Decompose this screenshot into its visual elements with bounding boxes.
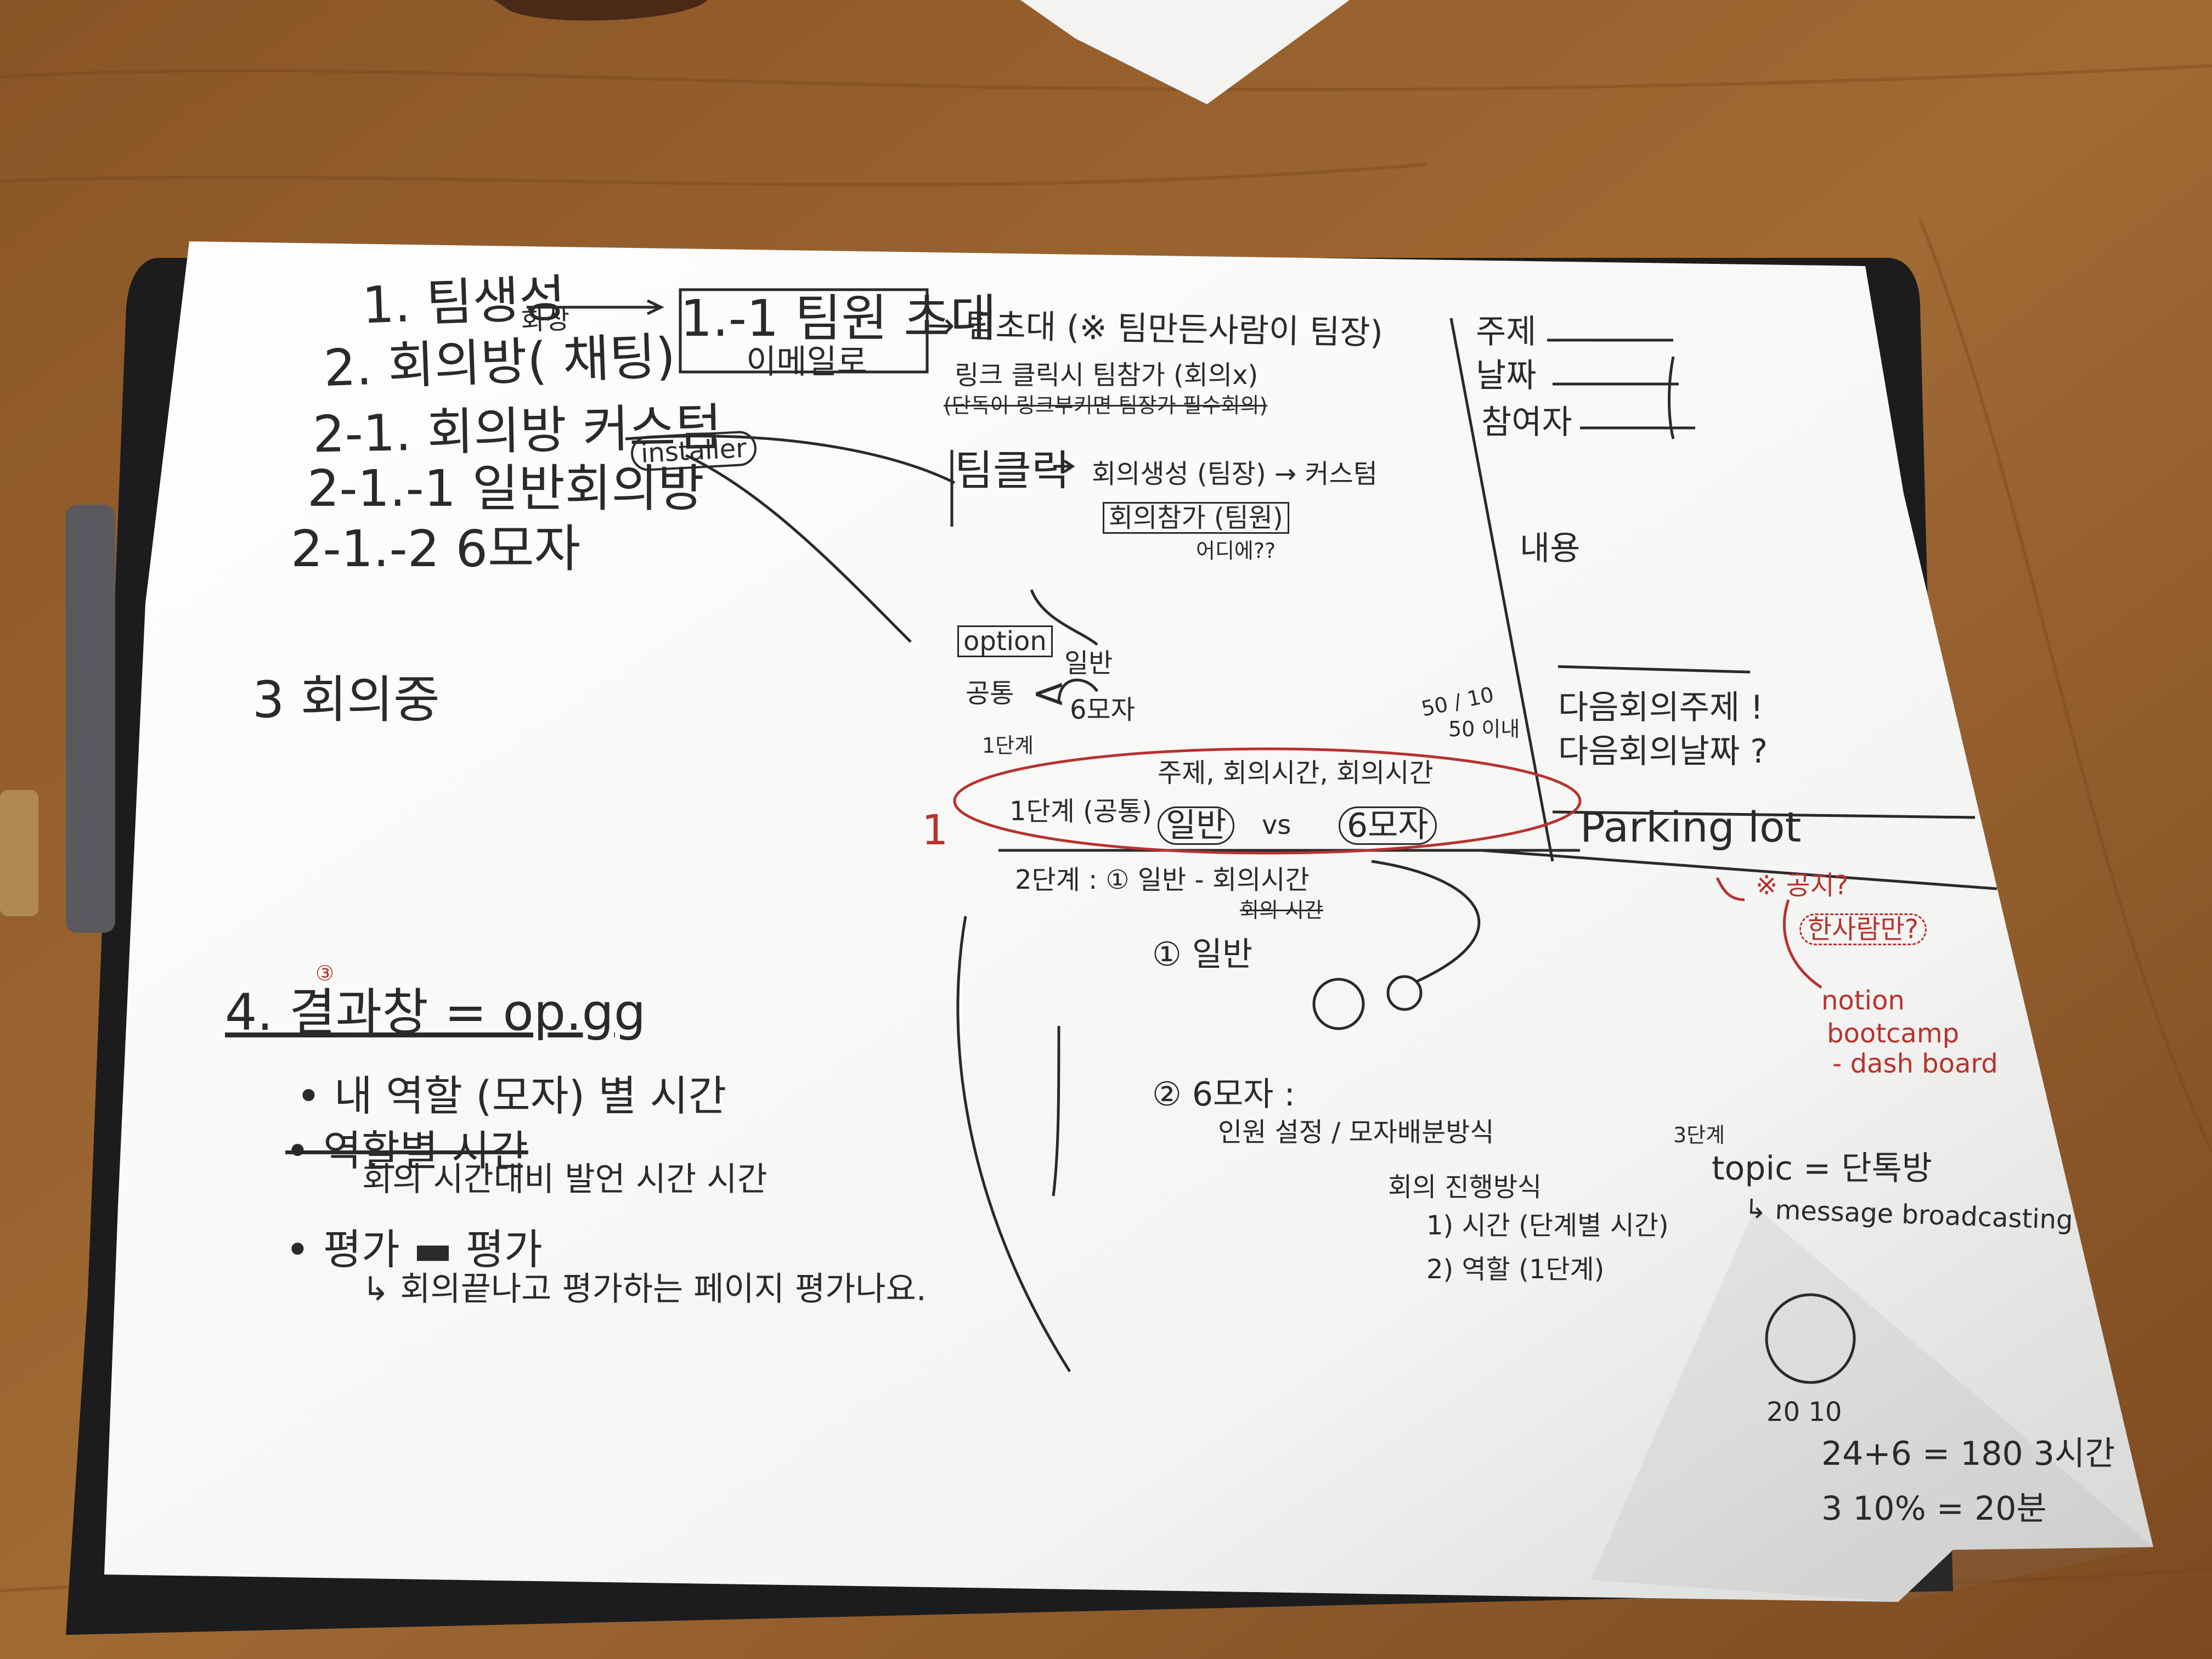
note-evaluation: • 평가 ▬ 평가 bbox=[285, 1225, 543, 1274]
note-vs: vs bbox=[1262, 810, 1291, 840]
note-common: 공통 bbox=[966, 678, 1014, 709]
red-ink-strokes bbox=[953, 747, 1822, 989]
note-numbers-mid: 50 이내 bbox=[1448, 717, 1520, 741]
note-six-hats: 2-1.-2 6모자 bbox=[291, 520, 581, 578]
note-general-room: 2-1.-1 일반회의방 bbox=[307, 459, 704, 518]
note-meeting-room: 2. 회의방( 채팅) bbox=[323, 326, 676, 398]
note-date: 날짜 bbox=[1476, 357, 1537, 395]
note-option-general: ① 일반 bbox=[1152, 935, 1253, 974]
note-red-notice: ※ 공지? bbox=[1756, 870, 1849, 901]
note-role-time-struck: • 역할별 시간 bbox=[285, 1126, 528, 1175]
note-red-notion: notion bbox=[1821, 985, 1905, 1016]
note-content: 내용 bbox=[1520, 529, 1581, 568]
note-participants: 참여자 bbox=[1481, 403, 1572, 442]
note-calc-1: 20 10 bbox=[1767, 1397, 1842, 1427]
paper-shadow bbox=[1591, 1207, 2153, 1602]
note-six-hats-circle: 6모자 bbox=[1339, 806, 1437, 845]
note-speak-time: 회의 시간대비 발언 시간 시간 bbox=[362, 1160, 768, 1199]
note-where: 어디에?? bbox=[1196, 539, 1276, 563]
note-meeting-join: 회의참가 (팀원) bbox=[1103, 502, 1289, 534]
note-calc-3: 3 10% = 20분 bbox=[1821, 1489, 2047, 1528]
note-result-page: 4. 결과창 = op.gg bbox=[225, 983, 646, 1042]
paper-sheet bbox=[104, 241, 2153, 1602]
sketch-strokes bbox=[527, 288, 1997, 1384]
note-next-topic: 다음회의주제 ! bbox=[1558, 689, 1764, 727]
note-step-2: 2단계 : ① 일반 - 회의시간 bbox=[1015, 865, 1310, 895]
note-topic-row: 주제, 회의시간, 회의시간 bbox=[1158, 758, 1434, 788]
note-step-1: 1단계 (공통) bbox=[1009, 796, 1152, 827]
note-general-circle: 일반 bbox=[1158, 806, 1235, 845]
note-red-dashboard: - dash board bbox=[1832, 1048, 1998, 1079]
note-six-hats-desc: 인원 설정 / 모자배분방식 bbox=[1218, 1117, 1494, 1148]
note-next-date: 다음회의날짜 ? bbox=[1558, 732, 1768, 771]
note-topic-chat: topic = 단톡방 bbox=[1712, 1149, 1932, 1188]
note-parking-lot: Parking lot bbox=[1580, 803, 1802, 851]
note-link-click: 링크 클릭시 팀참가 (회의x) bbox=[955, 360, 1259, 391]
cup-edge bbox=[494, 0, 708, 21]
note-red-bootcamp: bootcamp bbox=[1827, 1018, 1960, 1049]
note-video-label: 화상 bbox=[521, 304, 571, 337]
note-step-3: 3단계 bbox=[1673, 1123, 1725, 1147]
note-option: option bbox=[957, 625, 1053, 657]
note-progress-method: 회의 진행방식 bbox=[1388, 1172, 1542, 1203]
note-progress-role: 2) 역할 (1단계) bbox=[1426, 1254, 1605, 1285]
note-progress-time: 1) 시간 (단계별 시간) bbox=[1426, 1210, 1669, 1241]
note-topic: 주제 bbox=[1476, 313, 1537, 351]
clipboard-clip bbox=[0, 505, 115, 933]
note-email: 이메일로 bbox=[746, 343, 867, 381]
note-team-click: 팀클릭 bbox=[955, 446, 1070, 495]
note-calc-2: 24+6 = 180 3시간 bbox=[1821, 1435, 2115, 1473]
folded-paper bbox=[1020, 0, 1350, 104]
note-option-six-hats: ② 6모자 : bbox=[1152, 1075, 1295, 1114]
note-step-2-time: 회의 시간 bbox=[1240, 898, 1323, 922]
note-invite-desc: → 팀초대 (※ 팀만든사람이 팀장) bbox=[927, 306, 1384, 353]
note-step-1-label: 1단계 bbox=[982, 733, 1034, 758]
note-in-meeting: 3 회의중 bbox=[252, 670, 440, 729]
note-evaluation-page: ↳ 회의끝나고 평가하는 페이지 평가나요. bbox=[362, 1270, 927, 1308]
note-invite-box: 1.-1 팀원 초대 bbox=[680, 289, 997, 348]
note-role-time: • 내 역할 (모자) 별 시간 bbox=[296, 1071, 727, 1120]
note-general: 일반 bbox=[1064, 648, 1113, 679]
note-result-badge: ③ bbox=[315, 961, 335, 985]
note-six-hats-opt: 6모자 bbox=[1070, 695, 1135, 725]
note-red-one-person: 한사람만? bbox=[1799, 913, 1927, 945]
note-meeting-create: 회의생성 (팀장) → 커스텀 bbox=[1092, 459, 1378, 489]
note-link-click-2: (단독이 링크부키면 팀장가 필수회의) bbox=[944, 393, 1268, 417]
note-bracket: < bbox=[1031, 668, 1066, 717]
note-red-one: 1 bbox=[922, 805, 949, 854]
